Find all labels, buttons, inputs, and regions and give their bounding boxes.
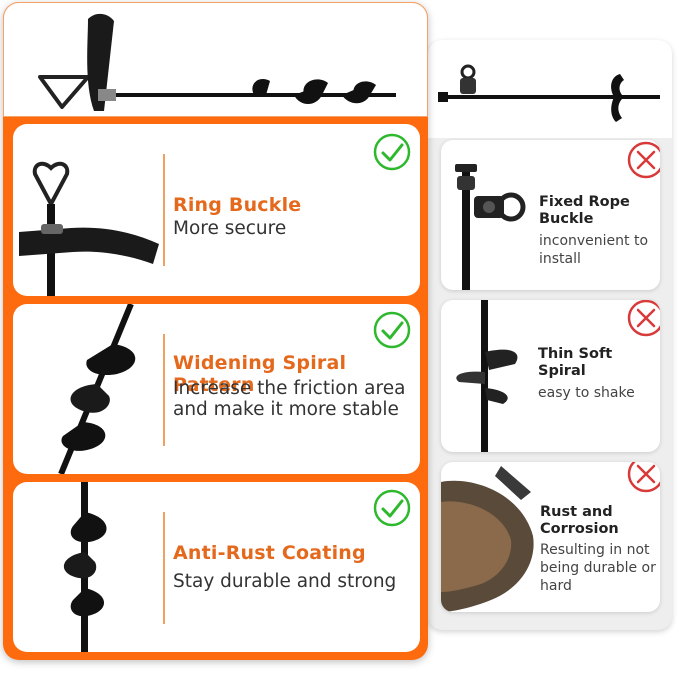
pro-card-2: Widening Spiral Pattern Increase the fri… xyxy=(13,304,420,474)
con-title-1: Fixed Rope Buckle xyxy=(539,194,630,227)
pro-card-1: Ring Buckle More secure xyxy=(13,124,420,296)
x-circle-icon xyxy=(627,141,660,179)
con-card-2: Thin Soft Spiral easy to shake xyxy=(441,300,660,452)
con-card-1: Fixed Rope Buckle inconvenient to instal… xyxy=(441,140,660,290)
pro-card-3: Anti-Rust Coating Stay durable and stron… xyxy=(13,482,420,652)
con-title-2: Thin Soft Spiral xyxy=(538,346,613,379)
con-title-3: Rust and Corrosion xyxy=(540,504,619,537)
pro-title-2: Widening Spiral Pattern xyxy=(173,352,347,396)
con-desc-1: inconvenient to install xyxy=(539,233,649,267)
x-circle-icon xyxy=(627,300,660,337)
rope-buckle-image xyxy=(455,164,526,290)
check-circle-icon xyxy=(373,133,411,171)
check-circle-icon xyxy=(373,489,411,527)
wide-spiral-image xyxy=(58,304,136,474)
check-circle-icon xyxy=(373,311,411,349)
product-stake-image xyxy=(38,13,396,112)
coated-spiral-image xyxy=(63,482,107,652)
thin-spiral-image xyxy=(456,300,518,452)
pro-title-1: Ring Buckle xyxy=(173,194,302,216)
product-stake-hero xyxy=(3,2,428,117)
competitor-stake-hero xyxy=(428,40,672,138)
pro-desc-1: More secure xyxy=(173,218,287,239)
rusty-spiral-image xyxy=(441,466,534,612)
pro-title-3: Anti-Rust Coating xyxy=(173,542,366,564)
competitor-stake-image xyxy=(438,64,660,122)
con-desc-2: easy to shake xyxy=(538,385,635,401)
x-circle-icon xyxy=(627,462,660,493)
ring-buckle-image xyxy=(19,161,159,296)
pro-desc-3: Stay durable and strong xyxy=(173,571,397,592)
con-desc-3: Resulting in not being durable or hard xyxy=(540,542,656,594)
pro-desc-2: Increase the friction area and make it m… xyxy=(173,378,406,420)
con-card-3: Rust and Corrosion Resulting in not bein… xyxy=(441,462,660,612)
